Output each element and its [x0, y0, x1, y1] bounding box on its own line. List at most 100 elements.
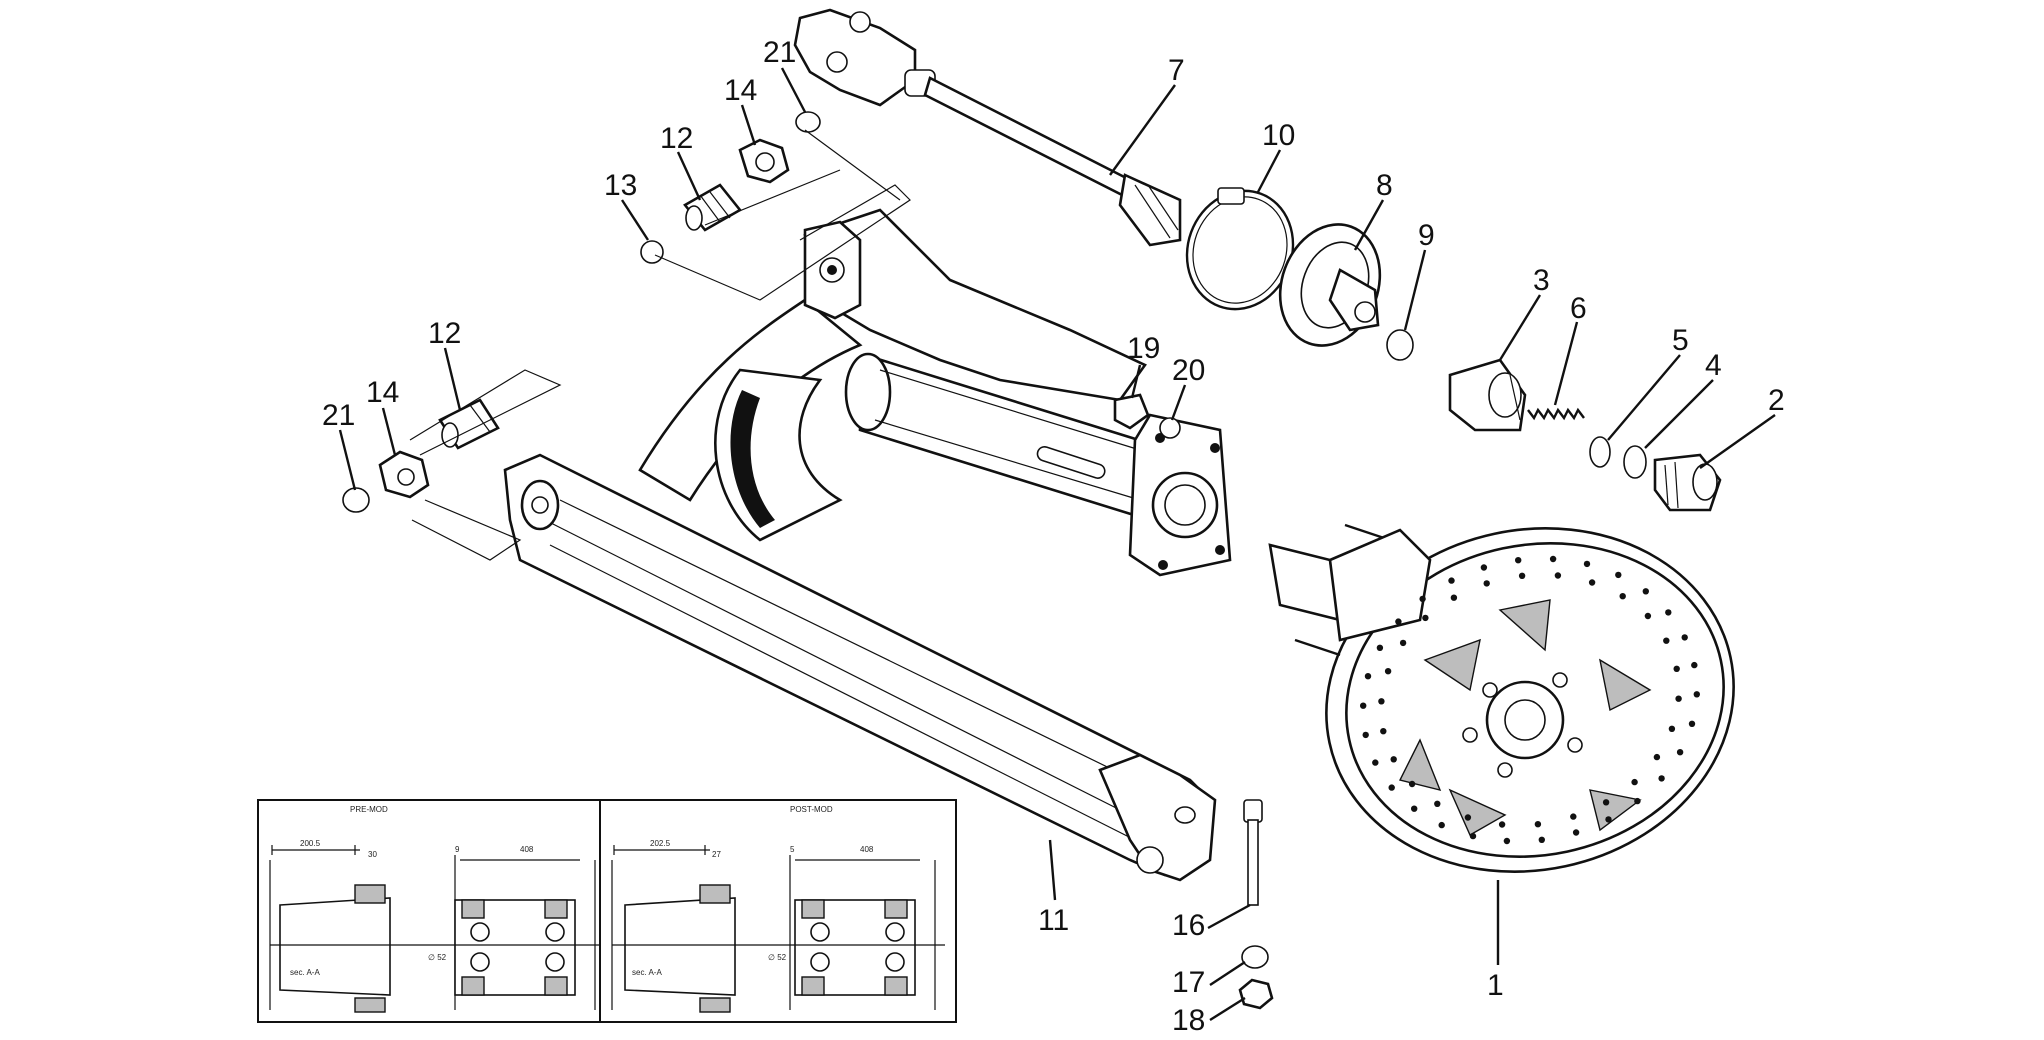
- cap-upper: [795, 111, 821, 133]
- o-ring-9: [1386, 329, 1414, 361]
- disc-drill-hole: [1480, 564, 1488, 571]
- disc-drill-hole: [1681, 634, 1688, 641]
- assembly-guides: [409, 129, 911, 561]
- disc-drill-hole: [1518, 572, 1526, 579]
- callout-2: 2: [1768, 384, 1785, 417]
- disc-holes: [1360, 555, 1701, 845]
- callout-14-lower: 14: [366, 376, 399, 409]
- disc-drill-hole: [1583, 560, 1591, 568]
- disc-drill-hole: [1658, 775, 1665, 782]
- disc-drill-hole: [1653, 753, 1661, 761]
- callout-12-lower: 12: [428, 317, 461, 350]
- callout-6: 6: [1570, 292, 1587, 325]
- callout-5: 5: [1672, 324, 1689, 357]
- callout-labels: 1 2 3 4 5 6 7 8 9 10 11 12 12 13 14 14 1…: [322, 36, 1785, 1037]
- disc-drill-hole: [1665, 609, 1672, 616]
- post-dim-d: 408: [860, 845, 874, 854]
- disc-drill-hole: [1676, 749, 1684, 756]
- callout-16: 16: [1172, 909, 1205, 942]
- disc-drill-hole: [1588, 579, 1596, 586]
- disc-drill-hole: [1384, 668, 1392, 675]
- disc-drill-hole: [1675, 695, 1682, 702]
- modification-inset: PRE-MOD POST-MOD 200.5 30 sec. A-A 9 408…: [257, 799, 957, 1023]
- disc-drill-hole: [1390, 756, 1397, 763]
- disc-drill-hole: [1515, 557, 1522, 564]
- disc-drill-hole: [1498, 821, 1506, 828]
- swingarm: [503, 208, 1232, 882]
- callout-21-upper: 21: [763, 36, 796, 69]
- disc-drill-hole: [1411, 805, 1418, 812]
- disc-drill-hole: [1688, 720, 1696, 727]
- callout-14-upper: 14: [724, 74, 757, 107]
- disc-drill-hole: [1503, 837, 1511, 845]
- disc-drill-hole: [1554, 572, 1562, 579]
- disc-drill-hole: [1570, 813, 1577, 820]
- pre-dim-e: ∅ 52: [428, 953, 447, 962]
- cap-lower: [342, 487, 370, 513]
- disc-drill-hole: [1464, 814, 1472, 821]
- callout-3: 3: [1533, 264, 1550, 297]
- callout-11: 11: [1038, 904, 1069, 937]
- gaiter-boot: [1278, 223, 1382, 347]
- disc-drill-hole: [1534, 821, 1542, 828]
- disc-drill-hole: [1668, 725, 1676, 732]
- disc-drill-hole: [1399, 639, 1407, 647]
- disc-drill-hole: [1549, 555, 1557, 563]
- disc-drill-hole: [1602, 799, 1610, 806]
- disc-drill-hole: [1691, 661, 1698, 669]
- disc-drill-hole: [1642, 588, 1650, 595]
- washer-13: [640, 240, 664, 264]
- disc-drill-hole: [1619, 593, 1626, 600]
- callout-13: 13: [604, 169, 637, 202]
- callout-4: 4: [1705, 349, 1722, 382]
- callout-8: 8: [1376, 169, 1393, 202]
- disc-drill-hole: [1631, 778, 1638, 786]
- spring: [1527, 407, 1585, 421]
- disc-drill-hole: [1450, 594, 1458, 601]
- disc-drill-hole: [1448, 577, 1455, 584]
- disc-drill-hole: [1538, 836, 1546, 843]
- disc-drill-hole: [1634, 797, 1641, 805]
- callout-20: 20: [1172, 354, 1205, 387]
- disc-drill-hole: [1605, 816, 1612, 823]
- disc-drill-hole: [1378, 698, 1385, 705]
- splined-sleeve: [1448, 358, 1527, 432]
- disc-drill-hole: [1376, 644, 1384, 651]
- pre-note: sec. A-A: [290, 968, 320, 977]
- pre-dim-a: 200.5: [300, 839, 321, 848]
- callout-10: 10: [1262, 119, 1295, 152]
- callout-18: 18: [1172, 1004, 1205, 1037]
- disc-drill-hole: [1419, 595, 1426, 603]
- callout-21-lower: 21: [322, 399, 355, 432]
- disc-drill-hole: [1395, 618, 1402, 625]
- nut-18: [1238, 978, 1274, 1010]
- post-note: sec. A-A: [632, 968, 662, 977]
- washer-4: [1623, 445, 1647, 479]
- disc-drill-hole: [1408, 780, 1416, 788]
- grease-nipple: [1113, 393, 1150, 430]
- disc-drill-hole: [1372, 759, 1379, 766]
- pre-dim-c: 9: [455, 845, 460, 854]
- callout-7: 7: [1168, 54, 1185, 87]
- callout-1: 1: [1487, 969, 1504, 1002]
- post-dim-e: ∅ 52: [768, 953, 787, 962]
- hub-disc: [1268, 523, 1735, 873]
- washer-20: [1159, 417, 1181, 439]
- propshaft: [793, 8, 1182, 247]
- disc-drill-hole: [1364, 673, 1372, 680]
- disc-drill-hole: [1469, 832, 1477, 840]
- disc-drill-hole: [1362, 731, 1369, 739]
- callout-12-upper: 12: [660, 122, 693, 155]
- disc-drill-hole: [1572, 829, 1580, 836]
- disc-drill-hole: [1693, 691, 1701, 698]
- callout-9: 9: [1418, 219, 1435, 252]
- post-dim-a: 202.5: [650, 839, 671, 848]
- disc-drill-hole: [1434, 800, 1441, 807]
- inset-post-title: POST-MOD: [790, 805, 833, 814]
- inset-pre-title: PRE-MOD: [350, 805, 388, 814]
- disc-drill-hole: [1644, 612, 1652, 620]
- disc-drill-hole: [1422, 614, 1429, 622]
- disc-drill-hole: [1615, 571, 1622, 579]
- pre-dim-b: 30: [368, 850, 377, 859]
